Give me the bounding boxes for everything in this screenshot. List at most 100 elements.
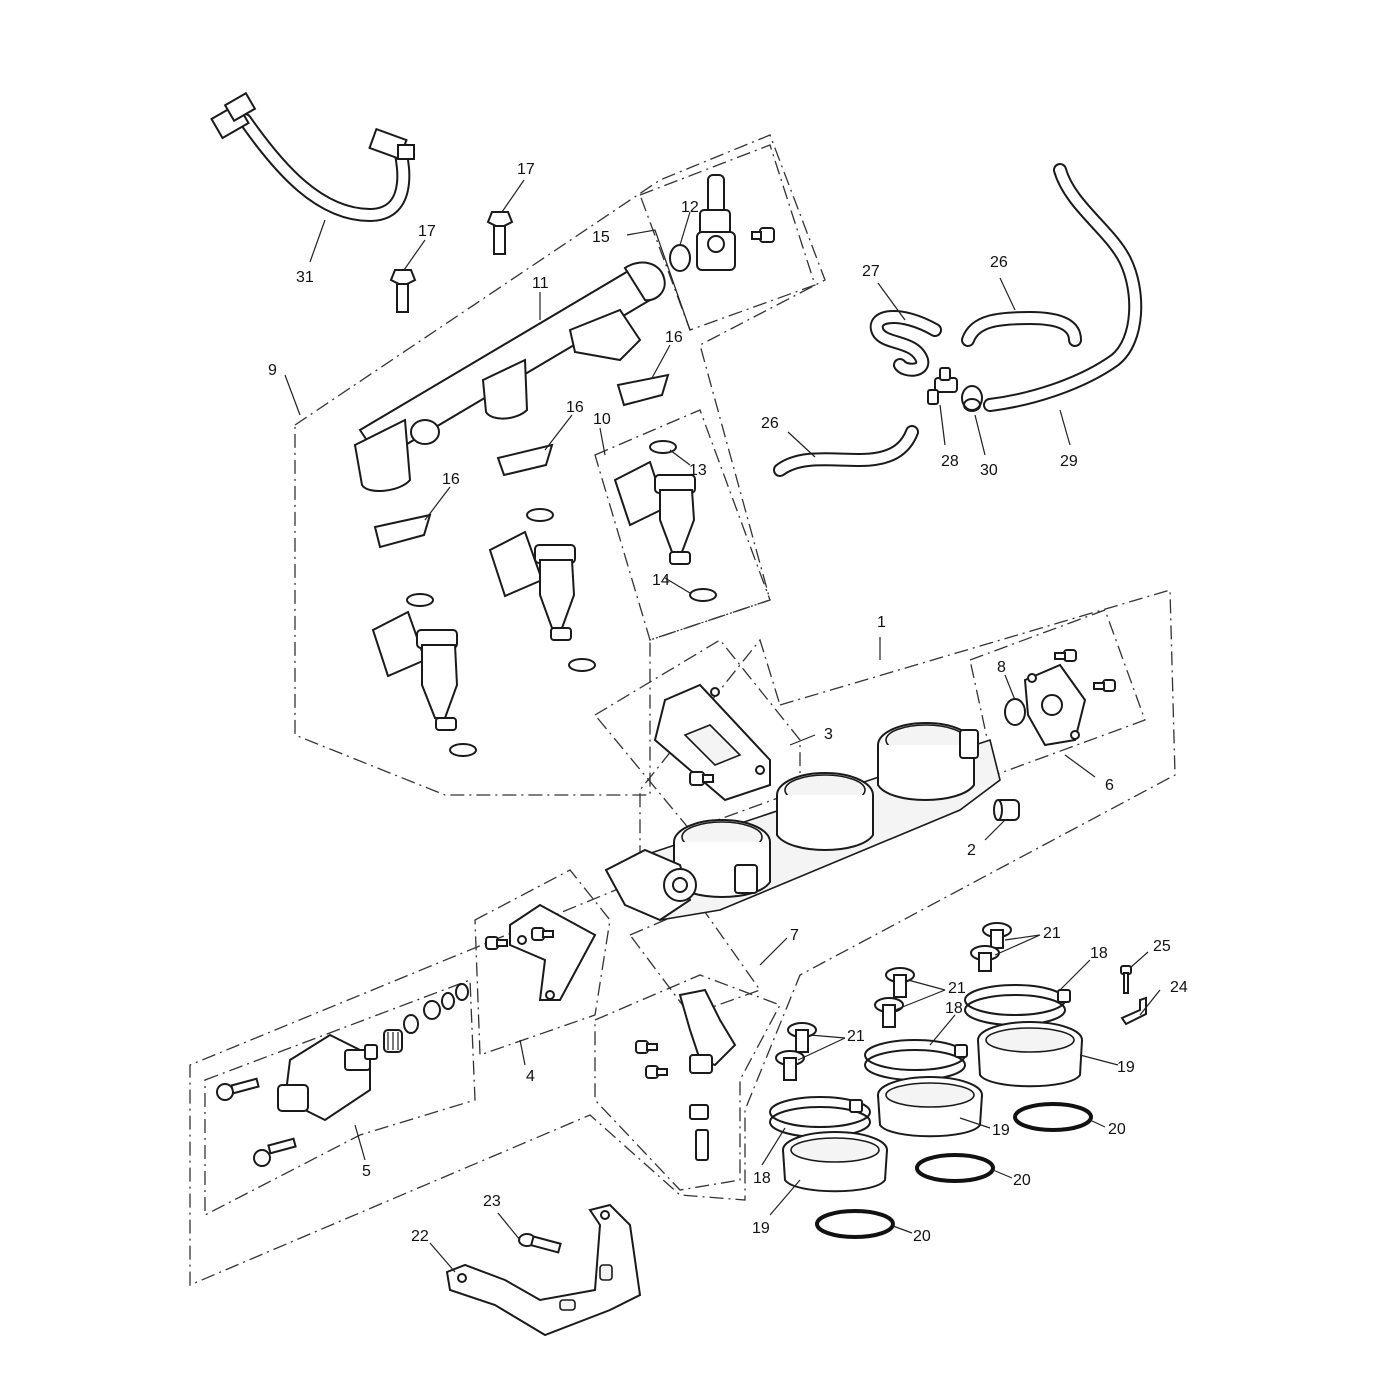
screw-6a <box>1054 649 1077 662</box>
bolt-21e <box>787 1022 817 1053</box>
callout-13: 13 <box>689 462 707 479</box>
clip-16b <box>496 443 554 477</box>
callout-18b: 18 <box>945 1000 963 1017</box>
callout-21c: 21 <box>847 1028 865 1045</box>
callout-17a: 17 <box>517 161 535 178</box>
bolt-21c <box>885 967 915 998</box>
screw-4b <box>531 927 554 941</box>
leader-lines <box>284 179 1161 1273</box>
callout-16c: 16 <box>442 471 460 488</box>
callout-15: 15 <box>592 229 610 246</box>
bolt-21b <box>970 945 1000 972</box>
o-ring-8 <box>1004 698 1026 726</box>
callout-24: 24 <box>1170 979 1188 996</box>
callout-2: 2 <box>967 842 976 859</box>
group-10-outline <box>594 409 771 641</box>
clip-24 <box>1120 996 1147 1026</box>
adapter-19b <box>877 1076 983 1138</box>
hose-27 <box>869 310 942 377</box>
callout-26b: 26 <box>761 415 779 432</box>
callout-18a: 18 <box>1090 945 1108 962</box>
screw-3 <box>689 771 714 786</box>
tee-28 <box>927 367 958 405</box>
throttle-body-assembly-1 <box>604 722 1001 922</box>
callout-6: 6 <box>1105 777 1114 794</box>
callout-11: 11 <box>532 275 549 292</box>
bolt-17a <box>486 211 514 255</box>
callout-3: 3 <box>824 726 833 743</box>
screw-5a <box>216 1077 260 1101</box>
callout-30: 30 <box>980 462 998 479</box>
callout-31: 31 <box>296 269 314 286</box>
linkage-7 <box>678 988 737 1161</box>
injector-10 <box>613 460 696 565</box>
screw-6b <box>1093 679 1116 692</box>
clip-16c <box>373 513 432 549</box>
idle-valve-5 <box>277 1033 378 1122</box>
screw-15 <box>751 227 775 243</box>
pressure-fitting-15 <box>696 174 736 271</box>
clamp-18c <box>769 1096 871 1138</box>
group-5-outline <box>204 979 476 1217</box>
callout-17b: 17 <box>418 223 436 240</box>
bracket-4 <box>509 903 597 1001</box>
callout-26a: 26 <box>990 254 1008 271</box>
clamp-30 <box>961 385 983 412</box>
seal-20b <box>915 1153 995 1183</box>
callout-18c: 18 <box>753 1170 771 1187</box>
hose-26b <box>773 425 919 477</box>
sensor-6 <box>1023 663 1087 747</box>
seal-20a <box>1013 1102 1093 1132</box>
fuel-hose-31 <box>210 91 415 222</box>
callout-27: 27 <box>862 263 880 280</box>
hose-29 <box>983 163 1143 412</box>
callout-21a: 21 <box>1043 925 1061 942</box>
bolt-23 <box>518 1233 562 1254</box>
callout-14: 14 <box>652 572 670 589</box>
callout-20a: 20 <box>1108 1121 1126 1138</box>
callout-20b: 20 <box>1013 1172 1031 1189</box>
fuel-rail-11 <box>353 261 666 492</box>
bolt-17b <box>389 269 417 313</box>
callout-8: 8 <box>997 659 1006 676</box>
injector-c <box>371 610 459 731</box>
adapter-19c <box>782 1131 888 1193</box>
callout-9: 9 <box>268 362 277 379</box>
injector-b <box>488 530 576 641</box>
o-ring-12 <box>669 244 691 272</box>
o-ring-lower-b <box>568 658 596 672</box>
clip-16a <box>616 373 670 407</box>
o-ring-lower-c <box>449 743 477 757</box>
spring-5 <box>383 1029 403 1053</box>
o-ring-upper-c <box>406 593 434 607</box>
callout-5: 5 <box>362 1163 371 1180</box>
callout-19a: 19 <box>1117 1059 1135 1076</box>
callout-7: 7 <box>790 927 799 944</box>
callout-12: 12 <box>681 199 699 216</box>
callout-16a: 16 <box>665 329 683 346</box>
callout-16b: 16 <box>566 399 584 416</box>
seal-20c <box>815 1209 895 1239</box>
callout-25: 25 <box>1153 938 1171 955</box>
screw-5b <box>253 1137 297 1167</box>
callout-29: 29 <box>1060 453 1078 470</box>
bolt-21d <box>874 997 904 1028</box>
callout-10: 10 <box>593 411 611 428</box>
callout-28: 28 <box>941 453 959 470</box>
callout-22: 22 <box>411 1228 429 1245</box>
callout-21b: 21 <box>948 980 966 997</box>
clamp-18b <box>864 1039 968 1081</box>
group-1-outline <box>189 589 1176 1286</box>
bracket-3 <box>653 683 771 802</box>
washer-5a <box>403 1014 419 1034</box>
group-3-outline <box>594 639 801 831</box>
screw-7a <box>635 1040 658 1054</box>
washer-5b <box>423 1000 441 1020</box>
callout-4: 4 <box>526 1068 535 1085</box>
o-ring-13 <box>649 440 677 454</box>
screw-25 <box>1120 965 1132 994</box>
callout-19c: 19 <box>752 1220 770 1237</box>
group-4-outline <box>474 869 611 1056</box>
